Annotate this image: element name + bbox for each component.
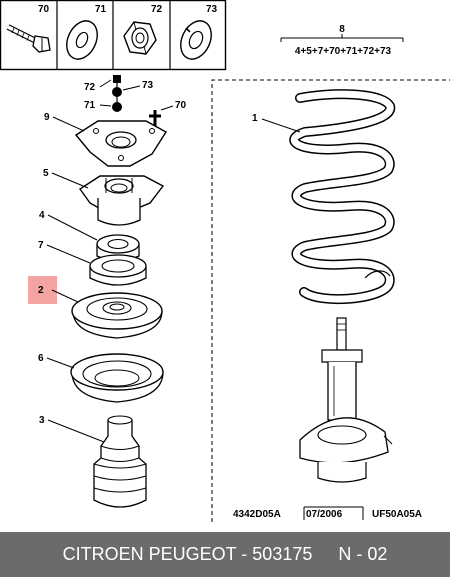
kit-cell-70-number: 70	[38, 4, 50, 15]
shock-absorber	[299, 317, 393, 483]
kit-formula-text: 4+5+7+70+71+72+73	[295, 46, 392, 57]
coil-spring	[289, 89, 396, 305]
strut-mount	[79, 175, 165, 226]
kit-formula-number: 8	[339, 24, 345, 35]
kit-cell-70: 70	[6, 4, 51, 53]
lock-washer-symbol-icon	[112, 87, 122, 97]
callout-73: 73	[142, 80, 154, 91]
callout-9: 9	[44, 112, 50, 123]
kit-formula: 8 4+5+7+70+71+72+73	[280, 24, 404, 57]
callout-4: 4	[39, 210, 45, 221]
reference-codes: 4342D05A 07/2006 UF50A05A	[233, 506, 422, 520]
washer-icon	[66, 20, 98, 60]
footer-brand: CITROEN PEUGEOT - 503175	[62, 544, 313, 564]
assembly-dashed-frame	[211, 79, 450, 522]
hex-nut-icon	[123, 21, 157, 55]
callout-3: 3	[39, 415, 45, 426]
washer-symbol-icon	[112, 102, 122, 112]
callout-7: 7	[38, 240, 44, 251]
kit-cell-71-number: 71	[95, 4, 107, 15]
diagram-canvas: 70 71 72	[0, 0, 450, 522]
callout-72: 72	[84, 82, 96, 93]
spring-insulator	[89, 254, 147, 286]
callout-5: 5	[43, 168, 49, 179]
callout-71: 71	[84, 100, 96, 111]
ref-date: 07/2006	[306, 509, 343, 520]
nut-symbol-icon	[113, 75, 121, 83]
kit-table: 70 71 72	[0, 0, 227, 71]
callout-6: 6	[38, 353, 44, 364]
kit-cell-73: 73	[180, 4, 218, 60]
lower-spring-seat	[70, 353, 164, 403]
ref-code-right: UF50A05A	[372, 509, 422, 520]
footer-page-code: N - 02	[338, 544, 388, 564]
kit-cell-72: 72	[123, 4, 163, 55]
callout-2: 2	[38, 285, 44, 296]
bolt-icon	[6, 24, 51, 53]
kit-cell-71: 71	[66, 4, 107, 60]
kit-cell-73-number: 73	[206, 4, 218, 15]
callout-70: 70	[175, 100, 187, 111]
callout-1: 1	[252, 113, 258, 124]
bolt-symbol-icon	[149, 110, 161, 127]
lock-washer-icon	[180, 20, 212, 60]
kit-cell-72-number: 72	[151, 4, 163, 15]
ref-code-left: 4342D05A	[233, 509, 281, 520]
fastener-callouts: 72 73 71 70	[84, 75, 187, 127]
upper-spring-cup	[71, 292, 163, 339]
upper-mounting-plate	[74, 120, 167, 167]
footer-bar: CITROEN PEUGEOT - 503175 N - 02	[0, 532, 450, 577]
dust-boot	[93, 415, 147, 508]
